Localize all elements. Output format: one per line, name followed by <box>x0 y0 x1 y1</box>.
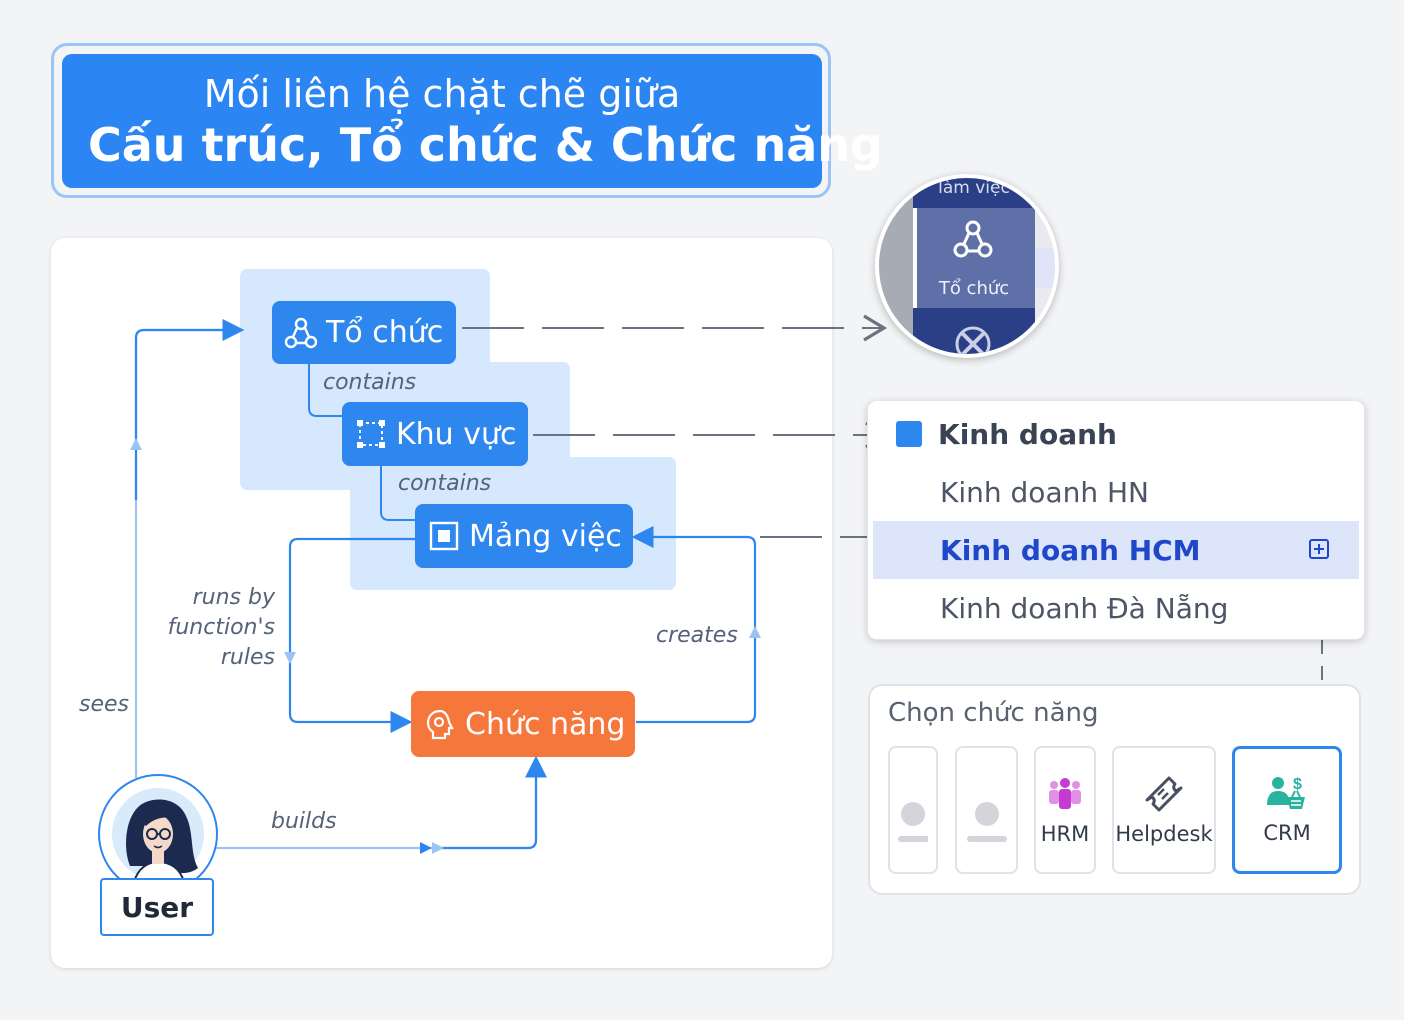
square-bullet-icon <box>896 421 922 447</box>
label-sees: sees <box>79 692 129 717</box>
label-runs-by-2: function's <box>167 615 275 640</box>
area-selection-icon <box>354 417 388 451</box>
node-to-chuc-label: Tổ chức <box>326 315 444 350</box>
dropdown-item-parent[interactable]: Kinh doanh <box>873 405 1359 463</box>
dropdown-item-label: Kinh doanh HN <box>940 475 1149 509</box>
customer-money-icon: $ <box>1267 776 1305 809</box>
user-label: User <box>120 890 194 924</box>
crossed-tools-icon <box>955 326 991 354</box>
workspace-square-icon <box>427 519 461 553</box>
ticket-icon <box>1145 776 1183 812</box>
dropdown-item[interactable]: Kinh doanh Đà Nẵng <box>873 579 1359 637</box>
node-chuc-nang-label: Chức năng <box>465 706 626 742</box>
node-khu-vuc[interactable]: Khu vực <box>342 402 528 466</box>
node-chuc-nang[interactable]: Chức năng <box>411 691 635 757</box>
label-runs-by-3: rules <box>220 645 275 670</box>
label-builds: builds <box>271 809 337 834</box>
woman-avatar-icon <box>112 788 204 883</box>
dropdown-item-label: Kinh doanh HCM <box>940 533 1201 567</box>
function-card-label: CRM <box>1263 821 1311 845</box>
placeholder-icon <box>898 802 928 842</box>
function-card-placeholder[interactable] <box>955 746 1018 874</box>
department-dropdown: Kinh doanh Kinh doanh HN Kinh doanh HCM … <box>867 400 1365 640</box>
label-runs-by-1: runs by <box>192 585 275 610</box>
placeholder-icon <box>966 802 1007 842</box>
organization-icon <box>284 316 318 350</box>
label-creates: creates <box>656 623 738 648</box>
label-contains-2: contains <box>398 471 492 496</box>
dropdown-item-label: Kinh doanh <box>938 417 1117 451</box>
node-to-chuc[interactable]: Tổ chức <box>272 301 456 364</box>
function-card-placeholder[interactable] <box>888 746 938 874</box>
svg-text:$: $ <box>1293 776 1302 793</box>
brain-gear-icon <box>423 707 457 741</box>
label-contains-1: contains <box>323 370 417 395</box>
dropdown-item[interactable]: Kinh doanh HN <box>873 463 1359 521</box>
user-avatar <box>98 774 218 894</box>
function-card-label: HRM <box>1040 822 1090 846</box>
magnifier-item-label: Tổ chức <box>938 278 1010 299</box>
people-icon <box>1049 778 1081 809</box>
function-card-helpdesk[interactable]: Helpdesk <box>1112 746 1216 874</box>
function-card-label: Helpdesk <box>1115 822 1213 846</box>
node-mang-viec-label: Mảng việc <box>469 518 622 554</box>
magnifier-top-text: làm việc <box>938 178 1010 198</box>
user-label-box: User <box>100 878 214 936</box>
add-icon[interactable] <box>1309 539 1329 559</box>
sidebar-magnifier: làm việc Tổ chức <box>875 174 1059 358</box>
organization-icon <box>953 220 993 258</box>
title-banner: Mối liên hệ chặt chẽ giữa Cấu trúc, Tổ c… <box>62 54 883 188</box>
function-chooser-title: Chọn chức năng <box>888 698 1099 728</box>
dropdown-item-selected[interactable]: Kinh doanh HCM <box>873 521 1359 579</box>
node-khu-vuc-label: Khu vực <box>396 416 517 452</box>
title-line-1: Mối liên hệ chặt chẽ giữa <box>203 72 681 116</box>
node-mang-viec[interactable]: Mảng việc <box>415 504 633 568</box>
function-card-crm[interactable]: $ CRM <box>1232 746 1342 874</box>
title-line-2: Cấu trúc, Tổ chức & Chức năng <box>88 118 883 172</box>
function-card-hrm[interactable]: HRM <box>1034 746 1096 874</box>
dropdown-item-label: Kinh doanh Đà Nẵng <box>940 591 1229 625</box>
